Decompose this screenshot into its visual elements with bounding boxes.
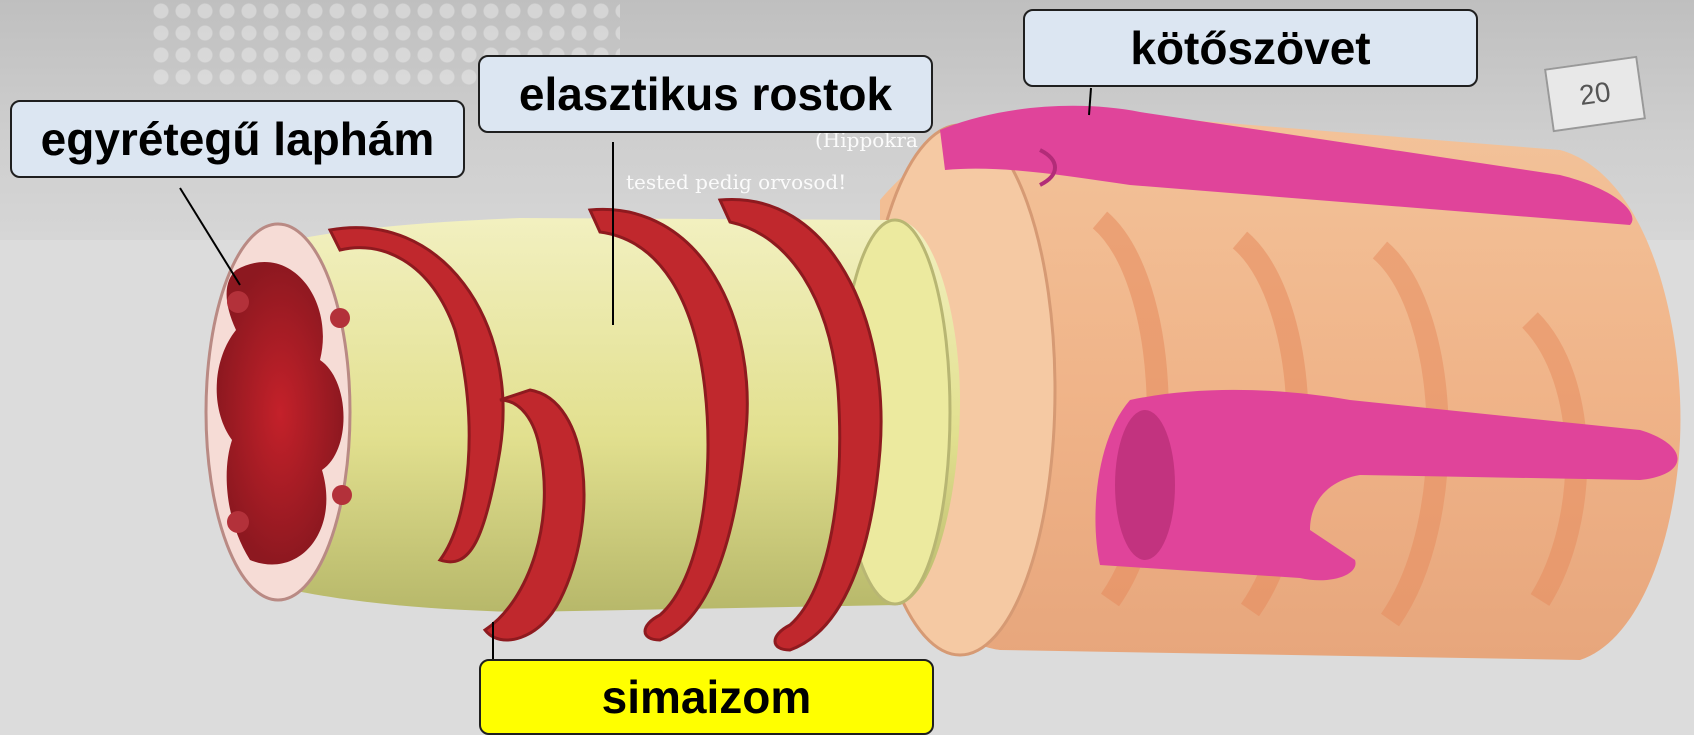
vessel-opening	[206, 224, 352, 600]
label-squamous-epithelium: egyrétegű laphám	[10, 100, 465, 178]
label-smooth-muscle: simaizom	[479, 659, 934, 735]
pointer-squamous	[180, 188, 240, 285]
label-elastic-fibers: elasztikus rostok	[478, 55, 933, 133]
label-connective-tissue: kötőszövet	[1023, 9, 1478, 87]
